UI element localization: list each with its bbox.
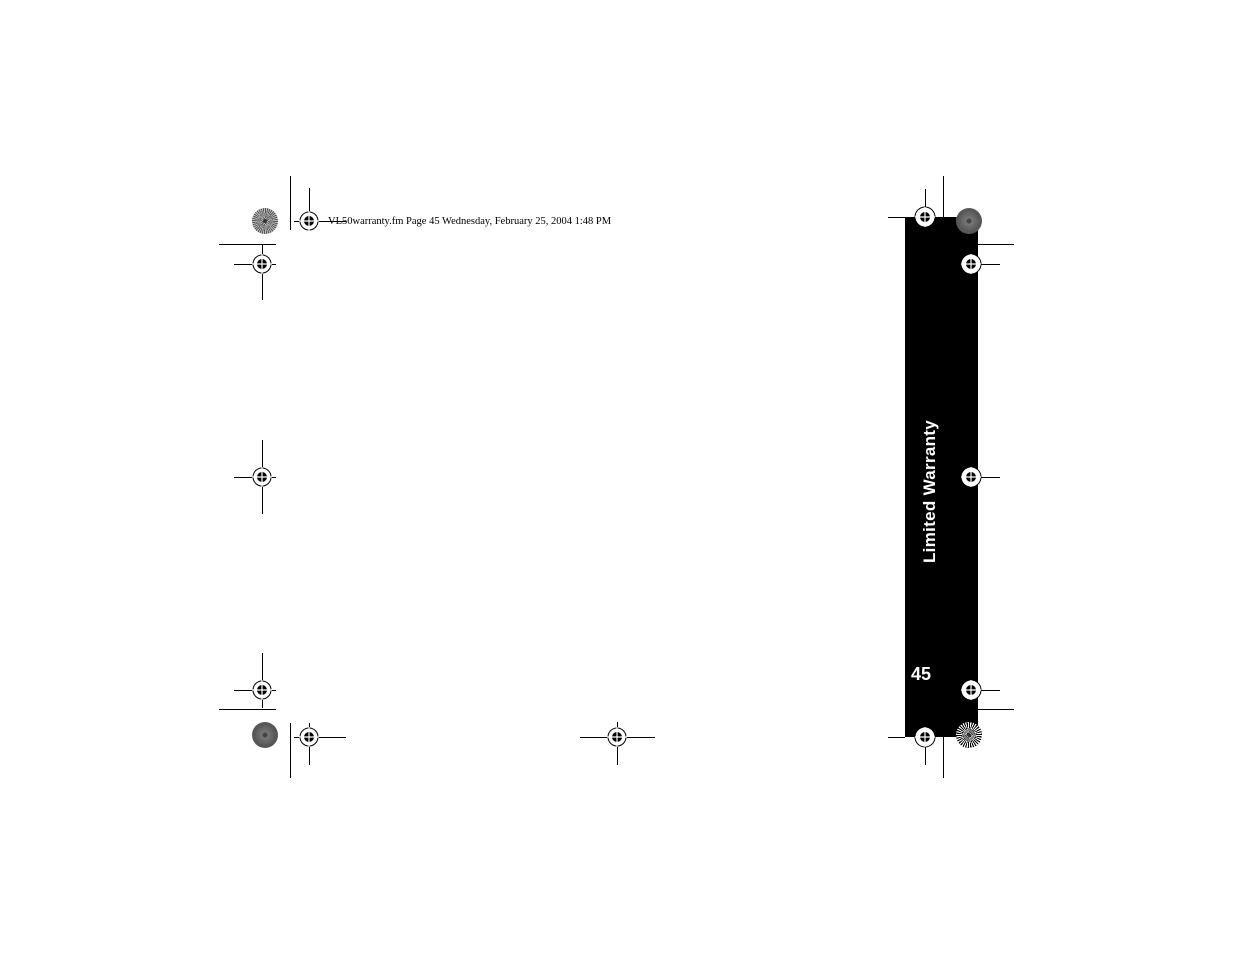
section-tab-title: Limited Warranty (920, 419, 939, 563)
registration-crosshair-icon (960, 679, 982, 701)
registration-crosshair-icon (607, 727, 627, 747)
registration-crosshair-icon (960, 466, 982, 488)
registration-line (978, 690, 1000, 691)
starburst-target-icon (252, 722, 278, 748)
crop-mark (943, 737, 944, 778)
registration-line (925, 189, 926, 217)
registration-crosshair-icon (914, 206, 936, 228)
registration-crosshair-icon (299, 727, 319, 747)
page-header-info: VL50warranty.fm Page 45 Wednesday, Febru… (328, 216, 612, 227)
registration-line (294, 737, 346, 738)
registration-crosshair-icon (960, 253, 982, 275)
registration-line (888, 217, 905, 218)
registration-line (978, 477, 1000, 478)
registration-line (294, 221, 346, 222)
registration-crosshair-icon (299, 211, 319, 231)
crop-mark (290, 723, 291, 778)
registration-crosshair-icon (252, 680, 272, 700)
starburst-target-icon (956, 722, 982, 748)
registration-line (888, 737, 905, 738)
starburst-target-icon (956, 208, 982, 234)
registration-crosshair-icon (252, 254, 272, 274)
registration-line (309, 188, 310, 230)
page-number: 45 (911, 664, 932, 684)
registration-line (978, 264, 1000, 265)
crop-mark (978, 709, 1014, 710)
crop-mark (290, 176, 291, 230)
starburst-target-icon (252, 208, 278, 234)
crop-mark (943, 176, 944, 217)
crop-mark (978, 244, 1014, 245)
registration-crosshair-icon (914, 726, 936, 748)
registration-line (925, 737, 926, 765)
registration-crosshair-icon (252, 467, 272, 487)
crop-mark (219, 709, 276, 710)
crop-mark (219, 244, 276, 245)
